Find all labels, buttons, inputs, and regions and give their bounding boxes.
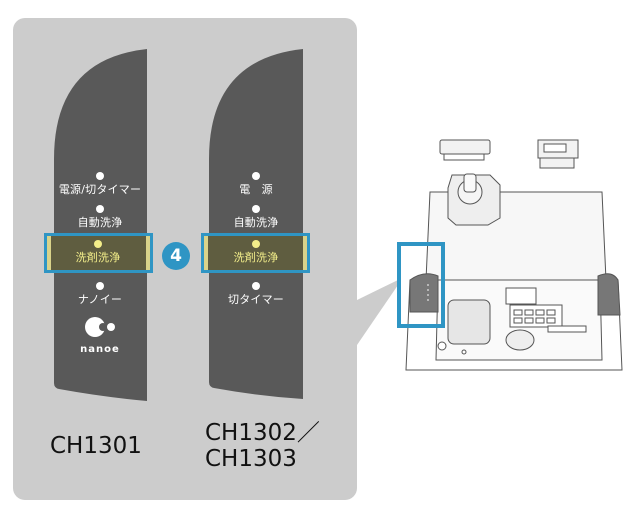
- indicator-light: [96, 172, 104, 180]
- indicator-off-timer: 切タイマー: [196, 282, 316, 306]
- indicator-light: [96, 205, 104, 213]
- indicator-power: 電 源: [196, 172, 316, 196]
- nanoe-logo: nanoe: [70, 316, 130, 355]
- indicator-light: [252, 172, 260, 180]
- indicator-label: 自動洗浄: [77, 216, 123, 229]
- nanoe-text: nanoe: [80, 344, 120, 355]
- indicator-auto-wash: 自動洗浄: [196, 205, 316, 229]
- indicator-label: 電 源: [239, 183, 273, 196]
- nanoe-icon: [85, 317, 115, 337]
- step-badge: 4: [162, 242, 190, 270]
- indicator-light: [94, 240, 102, 248]
- focus-highlight-box: [397, 242, 445, 328]
- model-label-ch1303: CH1303: [205, 446, 297, 472]
- model-label-ch1301: CH1301: [50, 433, 142, 459]
- indicator-light: [252, 240, 260, 248]
- panel-ch1301: [54, 49, 147, 401]
- indicator-label: 自動洗浄: [233, 216, 279, 229]
- indicator-label: 電源/切タイマー: [58, 183, 142, 196]
- indicator-light: [252, 282, 260, 290]
- indicator-nanoe: ナノイー: [40, 282, 160, 306]
- indicator-power-off-timer: 電源/切タイマー: [40, 172, 160, 196]
- indicator-light: [96, 282, 104, 290]
- panel-ch1302-1303: [209, 49, 303, 399]
- highlight-detergent-wash-ch1302: 洗剤洗浄: [201, 233, 310, 273]
- toilet-seat-illustration: [405, 139, 623, 371]
- model-label-ch1302: CH1302／: [205, 420, 320, 446]
- indicator-detergent-wash: 洗剤洗浄: [196, 240, 316, 264]
- indicator-auto-wash: 自動洗浄: [40, 205, 160, 229]
- highlight-detergent-wash-ch1301: 洗剤洗浄: [44, 233, 153, 273]
- indicator-light: [252, 205, 260, 213]
- indicator-label: ナノイー: [77, 293, 123, 306]
- indicator-label: 洗剤洗浄: [233, 251, 279, 264]
- indicator-detergent-wash: 洗剤洗浄: [38, 240, 158, 264]
- indicator-label: 洗剤洗浄: [75, 251, 121, 264]
- indicator-label: 切タイマー: [228, 293, 284, 306]
